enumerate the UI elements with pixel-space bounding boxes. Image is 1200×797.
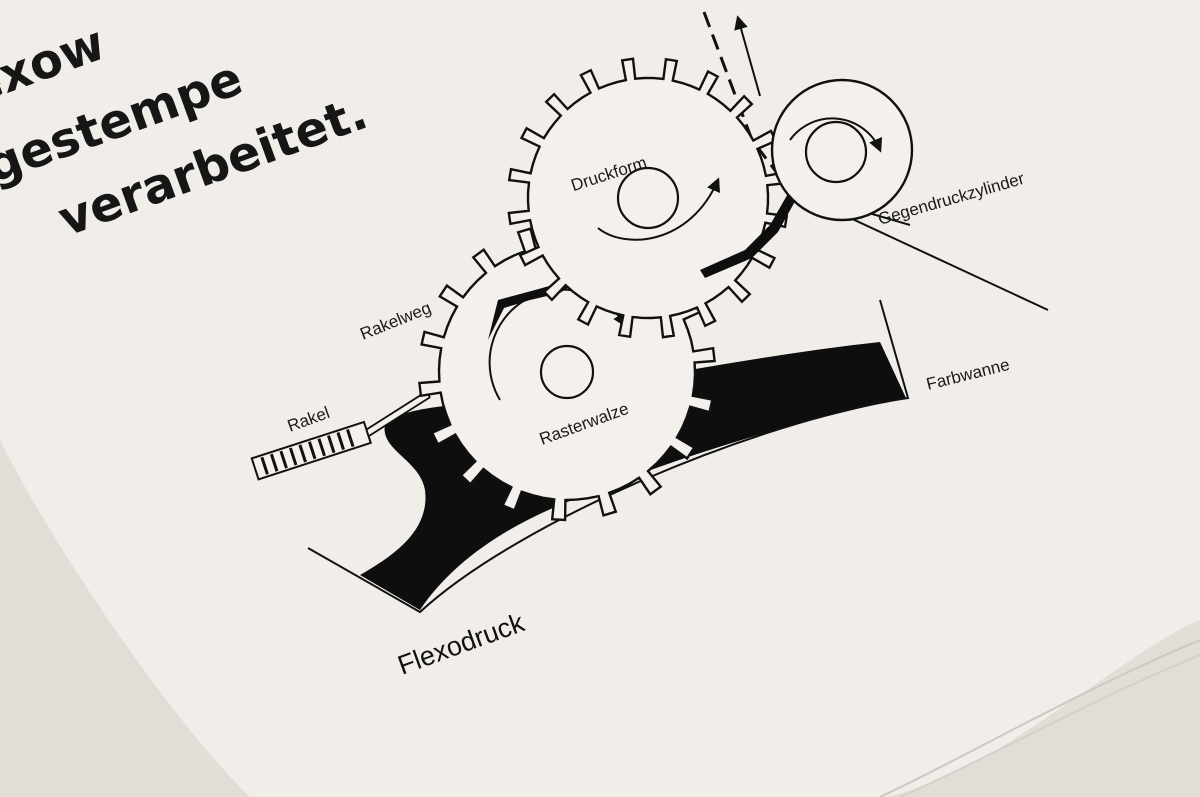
impression-rotation-arrow-icon bbox=[789, 117, 883, 153]
plate-rotation-arrow-icon bbox=[597, 177, 720, 241]
doctor-blade bbox=[250, 389, 431, 481]
plate-cylinder-gear bbox=[507, 57, 798, 339]
impression-cylinder bbox=[770, 78, 914, 222]
web-direction-arrow-icon bbox=[734, 15, 761, 97]
